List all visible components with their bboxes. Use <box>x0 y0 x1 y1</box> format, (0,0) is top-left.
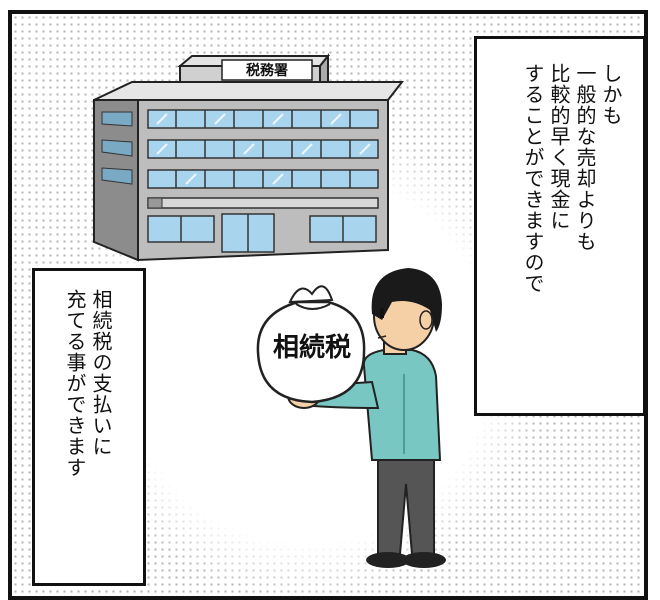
tax-office-building: 税務署 <box>93 53 405 262</box>
speech-caption-left: 相続税の支払いに 充てる事ができます <box>32 268 146 586</box>
caption-left-line-1: 相続税の支払いに <box>89 289 113 457</box>
caption-right-line-3: 比較的早く現金に <box>547 63 571 231</box>
caption-right-line-2: 一般的な売却よりも <box>573 63 597 252</box>
scene-illustration: 税務署 <box>93 53 446 568</box>
speech-caption-right: しかも 一般的な売却よりも 比較的早く現金に することができますので <box>474 36 644 416</box>
caption-left-line-2: 充てる事ができます <box>63 289 87 478</box>
money-bag-label: 相続税 <box>273 332 351 363</box>
money-bag: 相続税 <box>256 285 366 404</box>
caption-right-line-4: することができますので <box>521 63 545 294</box>
caption-right-line-1: しかも <box>599 63 623 126</box>
comic-panel: 税務署 <box>8 10 648 600</box>
building-sign-text: 税務署 <box>246 62 288 79</box>
building-sign <box>221 59 313 81</box>
